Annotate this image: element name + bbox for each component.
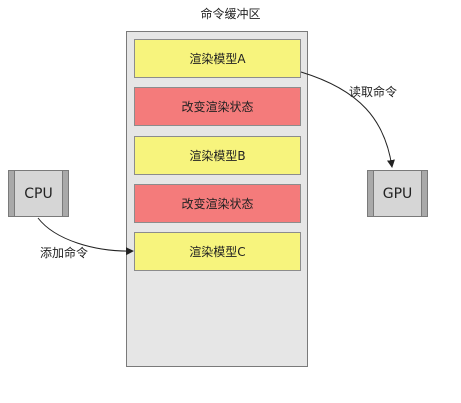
read-command-label: 读取命令 bbox=[349, 85, 398, 99]
gpu-right-bar bbox=[421, 171, 427, 216]
gpu-label: GPU bbox=[382, 185, 413, 202]
command-buffer-title: 命令缓冲区 bbox=[200, 7, 261, 21]
add-command-label: 添加命令 bbox=[40, 246, 89, 260]
command-render-model-c: 渲染模型C bbox=[134, 232, 301, 271]
gpu-left-bar bbox=[368, 171, 374, 216]
command-change-render-state-2: 改变渲染状态 bbox=[134, 184, 301, 223]
cpu-left-bar bbox=[9, 171, 15, 216]
command-render-model-a: 渲染模型A bbox=[134, 39, 301, 78]
command-render-model-b: 渲染模型B bbox=[134, 136, 301, 175]
cpu-label: CPU bbox=[24, 185, 53, 202]
gpu-box: GPU bbox=[367, 170, 428, 217]
command-change-render-state-1: 改变渲染状态 bbox=[134, 87, 301, 126]
cpu-box: CPU bbox=[8, 170, 69, 217]
cpu-right-bar bbox=[62, 171, 68, 216]
